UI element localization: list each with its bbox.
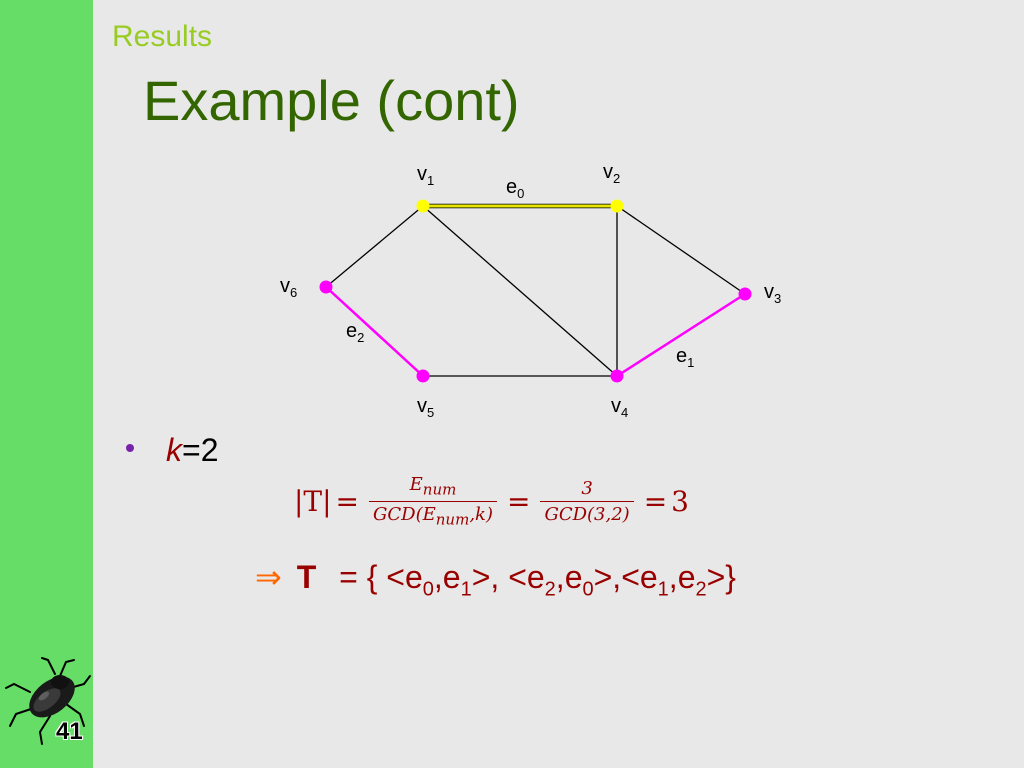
edge-e2 <box>325 286 424 377</box>
edge-label-e0: e0 <box>506 176 524 201</box>
fraction-2-numerator: 3 <box>581 477 593 499</box>
result-line: ⇒ T = { <e0,e1>, <e2,e0>,<e1,e2>} <box>255 558 736 601</box>
vertex-label-v4: v4 <box>611 395 628 420</box>
vertex-v3 <box>738 287 752 301</box>
k-value: =2 <box>182 432 219 468</box>
vertex-v4 <box>610 369 624 383</box>
fraction-2-denominator: GCD(3,2) <box>540 500 634 525</box>
vertex-label-v2: v2 <box>603 161 620 186</box>
equals-sign-1: = <box>335 484 360 518</box>
vertex-v6 <box>319 280 333 294</box>
slide-title: Example (cont) <box>143 69 520 132</box>
edge-label-e2: e2 <box>346 320 364 345</box>
vertex-label-v1: v1 <box>417 163 434 188</box>
vertex-label-v3: v3 <box>764 281 781 306</box>
beetle-icon <box>5 657 91 745</box>
vertex-v1 <box>416 199 430 213</box>
green-sidebar <box>0 0 93 768</box>
fraction-1-numerator: Enum <box>409 474 457 499</box>
fraction-1: Enum GCD(Enum,k) <box>369 474 497 528</box>
k-variable: k <box>166 432 182 468</box>
vertex-label-v5: v5 <box>417 395 434 420</box>
page-number: 41 <box>56 718 83 745</box>
fraction-1-denominator: GCD(Enum,k) <box>369 500 497 528</box>
edge-v2-v3 <box>616 205 746 295</box>
fraction-2: 3 GCD(3,2) <box>540 477 634 525</box>
result-variable: T <box>296 559 317 595</box>
edge-v1-v4 <box>422 205 618 377</box>
equals-sign-2: = <box>506 484 531 518</box>
vertex-label-v6: v6 <box>280 275 297 300</box>
edge-label-e1: e1 <box>676 345 694 370</box>
edge-e1 <box>616 292 746 378</box>
equals-sign-3: = <box>643 484 668 518</box>
section-label: Results <box>112 20 213 53</box>
vertex-v5 <box>416 369 430 383</box>
bullet-text: k=2 <box>166 432 218 469</box>
equation-lhs: |T| <box>294 484 332 518</box>
result-expression: = { <e0,e1>, <e2,e0>,<e1,e2>} <box>339 559 736 601</box>
edge-v1-v6 <box>325 205 424 288</box>
equation: |T| = Enum GCD(Enum,k) = 3 GCD(3,2) = 3 <box>292 474 691 528</box>
bullet-point <box>126 444 134 452</box>
vertex-v2 <box>610 199 624 213</box>
implies-arrow-icon: ⇒ <box>255 558 282 596</box>
equation-rhs: 3 <box>671 484 689 518</box>
